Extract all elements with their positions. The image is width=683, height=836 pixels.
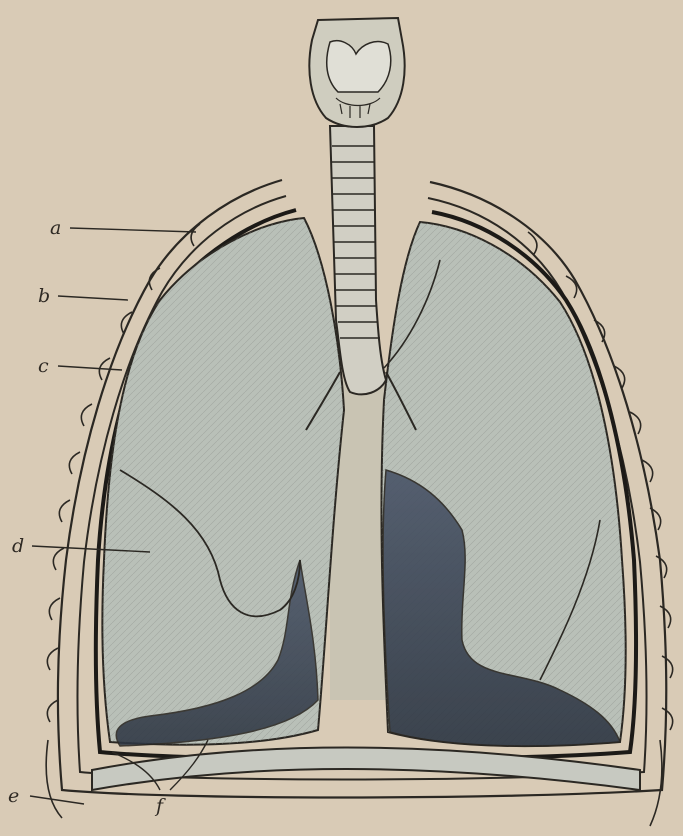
label-e: e [8, 785, 19, 807]
label-c: c [38, 355, 49, 377]
larynx [309, 18, 404, 127]
label-d: d [12, 535, 24, 557]
label-a: a [50, 217, 61, 239]
label-b: b [38, 285, 50, 307]
